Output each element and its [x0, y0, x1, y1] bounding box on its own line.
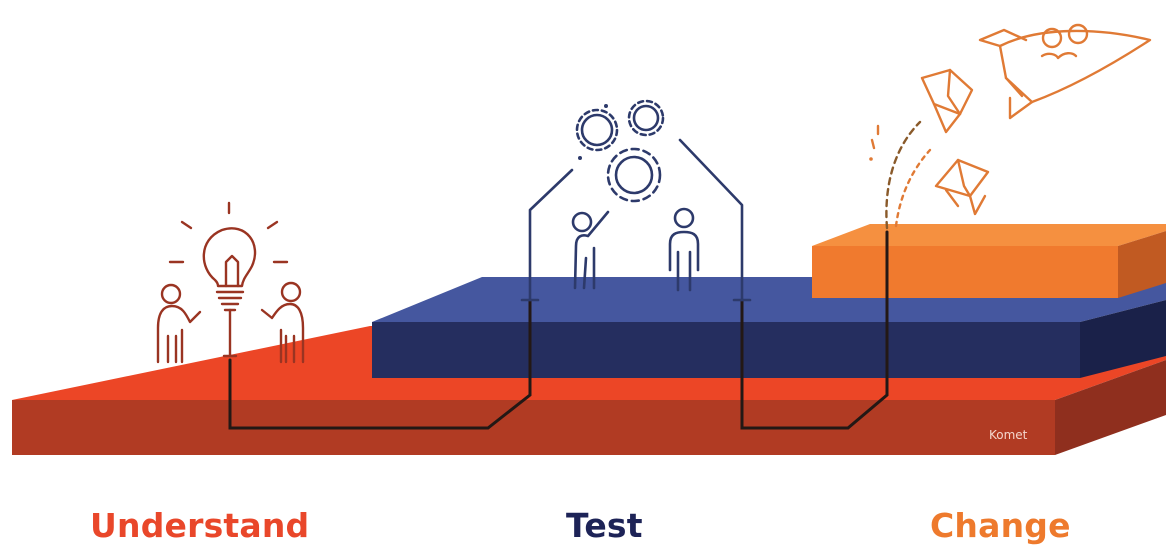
frame-icon	[520, 104, 752, 302]
test-icons	[520, 99, 752, 302]
gears-icon	[575, 99, 665, 203]
test-slab-side	[1080, 300, 1166, 378]
stage-label-change: Change	[930, 506, 1071, 545]
brand-watermark: Komet	[989, 428, 1028, 442]
change-slab-top	[812, 224, 1166, 246]
connector-test-change	[740, 230, 889, 430]
stage-label-test: Test	[566, 506, 643, 545]
stage-label-understand: Understand	[90, 506, 310, 545]
lightbulb-icon	[168, 201, 289, 358]
change-icons	[869, 23, 1152, 230]
rocket-icon	[920, 68, 974, 134]
person-icon	[668, 207, 700, 292]
change-slab-side	[1118, 231, 1166, 298]
person-icon	[260, 281, 305, 364]
person-icon	[571, 210, 610, 290]
connector-lines	[228, 230, 889, 430]
understand-slab-side	[1055, 360, 1166, 455]
rocket-icon	[934, 158, 990, 216]
change-slab	[812, 224, 1166, 298]
change-slab-front	[812, 246, 1118, 298]
understand-icons	[156, 201, 305, 364]
understand-slab-front	[12, 400, 1055, 455]
rocket-icon	[978, 23, 1152, 120]
person-icon	[156, 283, 202, 364]
test-slab-front	[372, 322, 1080, 378]
launch-trail-icon	[869, 120, 932, 230]
